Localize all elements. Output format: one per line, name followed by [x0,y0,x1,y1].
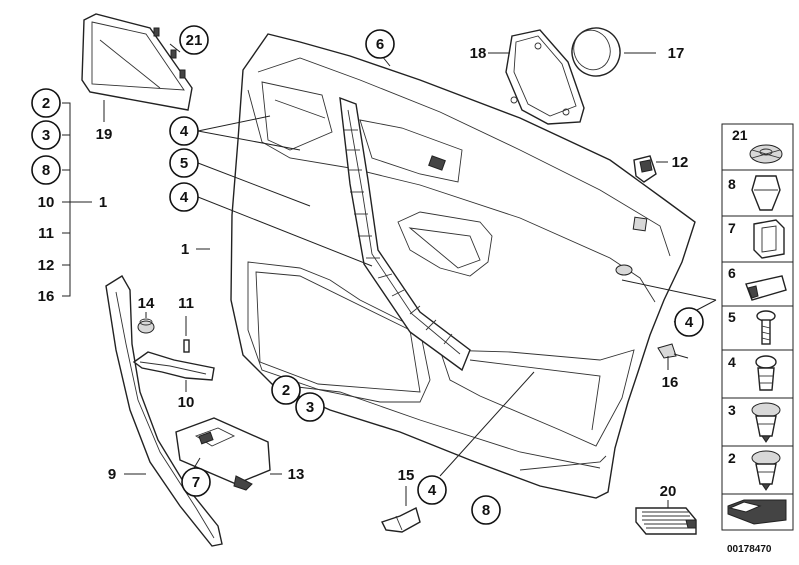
fastener-legend: 21 8 7 6 5 4 3 2 [721,123,794,531]
callout-circle [179,25,209,55]
legend-7-label: 7 [728,220,736,236]
legend-3-push-clip [751,402,781,443]
part-20-grille [635,507,697,535]
callout-21-top: 21 [186,32,203,49]
door-trim-panel [230,33,696,499]
callout-4-lower: 4 [428,482,437,499]
legend-21-rosette [749,144,783,164]
part-9-trim-strip [105,275,223,547]
callout-12-right: 12 [672,154,689,171]
legend-8-clip [751,175,781,211]
callout-15: 15 [398,467,415,484]
callout-4-right: 4 [685,314,694,331]
diagram-code: 00178470 [727,544,772,555]
callout-20: 20 [660,483,677,500]
part-14-grommet [137,318,155,334]
legend-7-sleeve [753,219,785,259]
part-19-corner-trim [81,13,193,111]
part-12-cap [633,155,657,183]
callout-14: 14 [138,295,155,312]
legend-2-label: 2 [728,450,736,466]
callout-10: 10 [178,394,195,411]
legend-2-push-clip [751,450,781,491]
callout-5: 5 [180,155,188,172]
callout-1-panel: 1 [181,241,189,258]
callout-18: 18 [470,45,487,62]
legend-21-label: 21 [732,127,748,143]
callout-12-left: 12 [38,257,55,274]
callout-11: 11 [178,295,194,312]
callout-11-left: 11 [38,225,54,242]
legend-6-wedge [745,275,787,301]
callout-3-left: 3 [42,127,50,144]
callout-2-mid: 2 [282,382,290,399]
callout-4-upper: 4 [180,123,189,140]
callout-16: 16 [662,374,679,391]
callout-10-left: 10 [38,194,55,211]
legend-wedge-block [727,499,787,525]
callout-9: 9 [108,466,116,483]
legend-8-label: 8 [728,176,736,192]
callout-8-lower: 8 [482,502,490,519]
part-16-plug [657,343,689,359]
part-11-pin [183,339,190,353]
callout-16-left: 16 [38,288,55,305]
legend-4-rivet [755,355,777,391]
part-15-clip [381,506,421,533]
callout-13: 13 [288,466,305,483]
callout-6: 6 [376,36,384,53]
callout-19: 19 [96,126,113,143]
legend-3-label: 3 [728,402,736,418]
part-10-bracket [132,351,215,381]
part-18-cover-plate [505,29,585,125]
legend-4-label: 4 [728,354,736,370]
callout-1-left: 1 [99,194,107,211]
callout-17: 17 [668,45,685,62]
callout-7: 7 [192,474,200,491]
legend-6-label: 6 [728,265,736,281]
callout-3-mid: 3 [306,399,314,416]
leader-lines [62,43,717,508]
door-pull-bracket [339,96,471,372]
callout-labels: 21 2 3 8 10 1 11 12 16 19 6 18 17 4 5 4 … [31,25,704,525]
part-13-switch-block [175,417,271,491]
callout-8-left: 8 [42,162,50,179]
legend-5-label: 5 [728,309,736,325]
callout-4-mid: 4 [180,189,189,206]
part-17-round-cover [571,27,621,77]
callout-2-left: 2 [42,95,50,112]
legend-5-screw [756,310,776,345]
